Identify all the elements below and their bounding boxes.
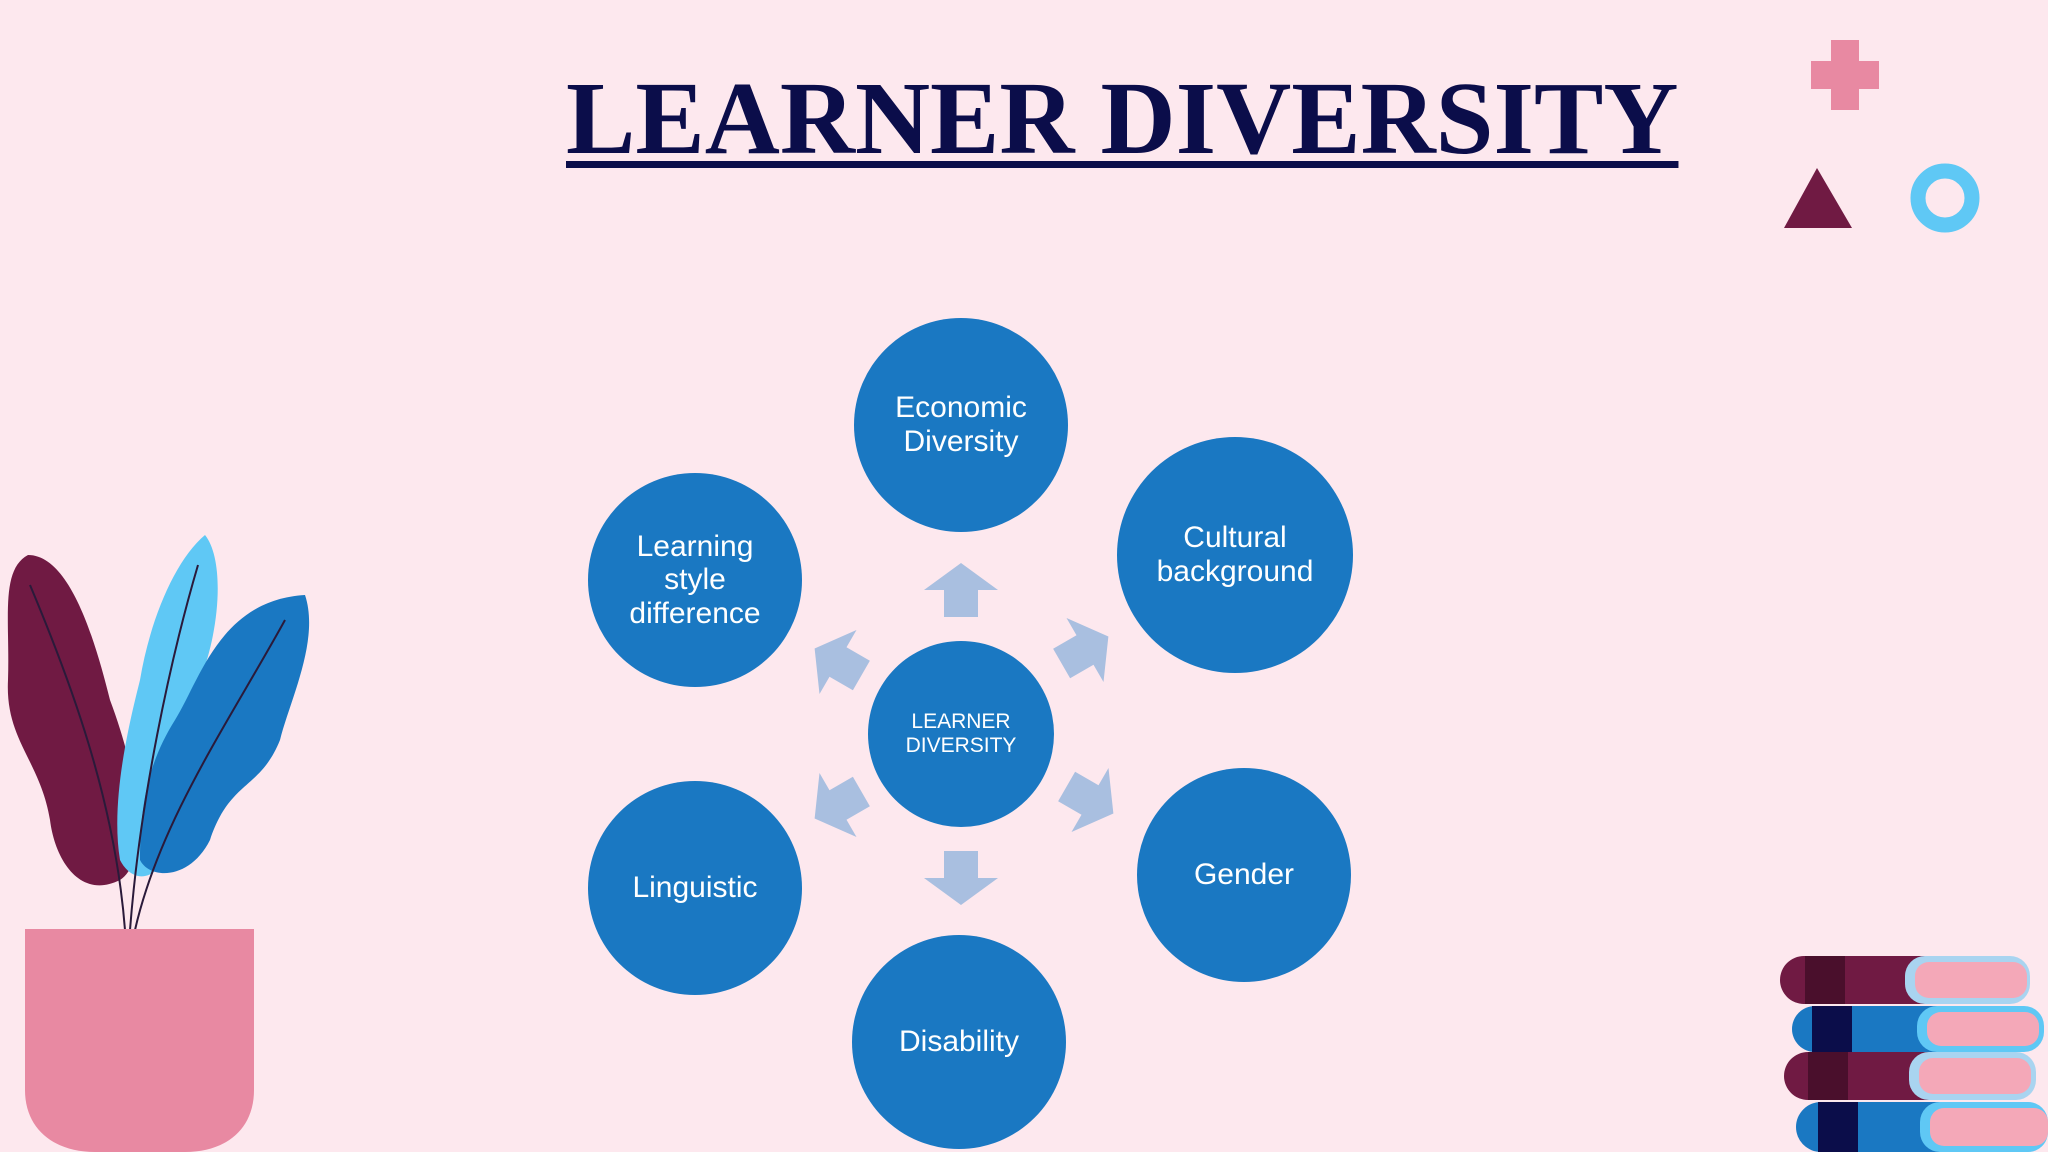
center-node: LEARNER DIVERSITY [868,641,1054,827]
diagram-arrows [814,563,1114,905]
node-cultural-background: Cultural background [1117,437,1353,673]
node-disability: Disability [852,935,1066,1149]
node-gender: Gender [1137,768,1351,982]
arrow-lower-left [814,772,870,838]
node-label: Economic Diversity [895,391,1027,458]
plus-icon [1811,40,1879,110]
arrow-lower-right [1058,767,1114,833]
center-node-label: LEARNER DIVERSITY [905,709,1017,757]
triangle-icon [1784,168,1852,228]
arrow-down [924,851,998,905]
node-economic-diversity: Economic Diversity [854,318,1068,532]
arrow-upper-right [1053,617,1109,683]
node-label: Gender [1193,858,1295,892]
node-linguistic: Linguistic [588,781,802,995]
node-label: Learning style difference [629,529,761,630]
node-label: Cultural background [1156,521,1314,588]
node-label: Linguistic [632,871,758,905]
ring-icon [1910,163,1980,233]
node-learning-style-difference: Learning style difference [588,473,802,687]
books-illustration [1780,956,2048,1152]
arrow-up [924,563,998,617]
plant-illustration [7,535,310,1152]
slide-title: LEARNER DIVERSITY [566,61,1679,176]
node-label: Disability [898,1025,1020,1059]
arrow-upper-left [814,629,870,695]
slide-title-wrap: LEARNER DIVERSITY [566,61,1679,176]
